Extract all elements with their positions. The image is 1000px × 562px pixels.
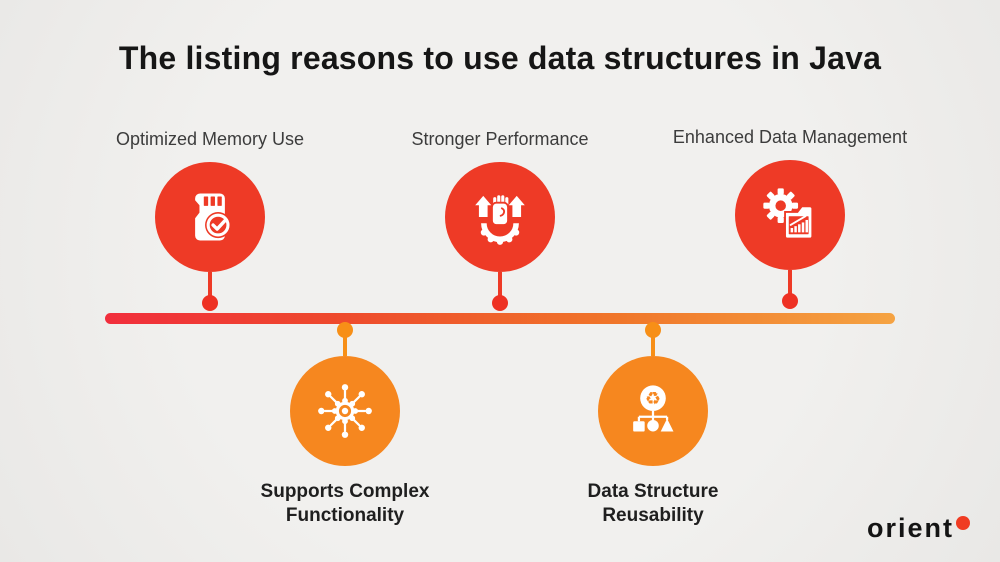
item-label: Stronger Performance bbox=[411, 129, 589, 149]
timeline-node bbox=[337, 322, 353, 338]
timeline-node bbox=[645, 322, 661, 338]
item-label: Optimized Memory Use bbox=[115, 129, 305, 149]
page-title: The listing reasons to use data structur… bbox=[118, 40, 882, 76]
svg-text:♻: ♻ bbox=[645, 389, 661, 410]
connector-stem bbox=[788, 270, 792, 295]
reason-item-optimized-memory: Optimized Memory Use bbox=[80, 128, 340, 311]
timeline-node bbox=[492, 295, 508, 311]
timeline-node bbox=[202, 295, 218, 311]
reason-item-data-structure-reusability: ♻ Data Structure Reusability bbox=[523, 322, 783, 528]
reason-item-enhanced-data-management: Enhanced Data Management bbox=[660, 126, 920, 309]
item-label: Enhanced Data Management bbox=[672, 127, 908, 147]
connector-stem bbox=[343, 336, 347, 356]
reason-item-supports-complex-functionality: Supports Complex Functionality bbox=[215, 322, 475, 528]
reason-item-stronger-performance: Stronger Performance bbox=[370, 128, 630, 311]
recycle-hierarchy-icon: ♻ bbox=[633, 385, 674, 432]
brand-name: orient bbox=[866, 513, 954, 543]
connector-stem bbox=[208, 272, 212, 297]
item-circle bbox=[155, 162, 265, 272]
timeline-bar bbox=[105, 313, 895, 324]
item-circle bbox=[445, 162, 555, 272]
item-label: Data Structure Reusability bbox=[587, 481, 719, 526]
item-circle: ♻ bbox=[598, 356, 708, 466]
item-label: Supports Complex Functionality bbox=[260, 481, 430, 526]
connector-stem bbox=[498, 272, 502, 297]
power-fist-arrows-icon bbox=[475, 195, 525, 245]
gear-folder-chart-icon bbox=[763, 188, 814, 240]
item-circle bbox=[290, 356, 400, 466]
connector-stem bbox=[651, 336, 655, 356]
item-circle bbox=[735, 160, 845, 270]
brand-dot-icon bbox=[956, 516, 970, 530]
timeline-node bbox=[782, 293, 798, 309]
sd-card-check-icon bbox=[195, 193, 232, 241]
gear-hub-network-icon bbox=[318, 384, 372, 438]
brand-logo: orient bbox=[867, 515, 970, 542]
